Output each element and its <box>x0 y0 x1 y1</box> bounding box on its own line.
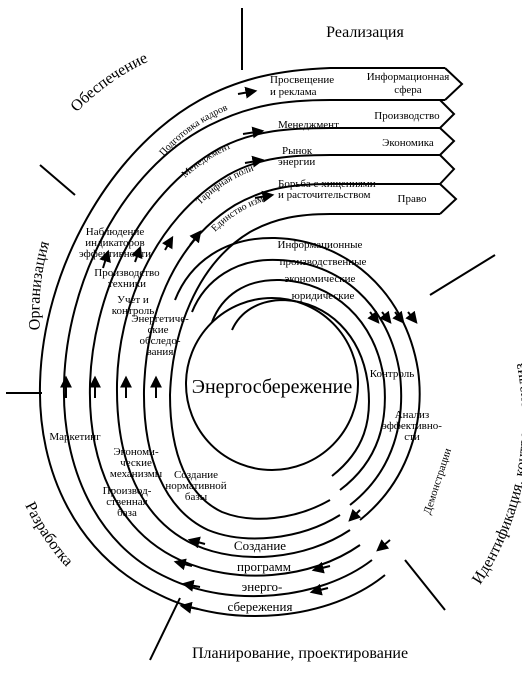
label-control: Контроль <box>370 368 414 380</box>
center-label: Энергосбережение <box>192 376 353 398</box>
label-account-line1: Учет и <box>117 294 149 306</box>
desc-energy-market-line1: Рынок <box>282 145 313 157</box>
label-audit-line4: вания <box>147 346 174 358</box>
label-tech-line2: техники <box>108 278 146 290</box>
label-indicators-line3: эффективности <box>79 248 151 260</box>
bottom-left-labels: Маркетинг Экономи- ческие механизмы Прои… <box>49 431 226 519</box>
flow-arrows <box>60 86 418 614</box>
label-analysis-line1: Анализ <box>395 409 430 421</box>
label-econ-mech-line3: механизмы <box>110 468 163 480</box>
label-demonstrations: Демонстрации <box>421 447 454 516</box>
ring-label-tariff: Тарифная политика <box>0 0 256 207</box>
divider-bottom-left <box>149 597 181 661</box>
inner-label-economic: экономические <box>285 273 356 285</box>
desc-enlightenment-line2: и реклама <box>270 86 317 98</box>
bottom-label-2: программ <box>237 559 291 574</box>
label-econ-mech-line1: Экономи- <box>113 446 159 458</box>
label-econ-mech-line2: ческие <box>120 457 152 469</box>
target-production: Производство <box>374 110 440 122</box>
label-audit-line3: обследо- <box>140 335 181 347</box>
center-circle <box>185 297 359 471</box>
label-audit-line2: ские <box>148 324 169 336</box>
desc-enlightenment-line1: Просвещение <box>270 74 334 86</box>
inner-label-info: Информационные <box>278 239 363 251</box>
inner-label-legal: юридические <box>292 290 355 302</box>
label-analysis-line3: сти <box>404 431 420 443</box>
desc-energy-market-line2: энергии <box>278 156 315 168</box>
label-analysis-line2: эффективно- <box>382 420 442 432</box>
label-norm-base-line3: базы <box>185 491 208 503</box>
label-prod-base-line2: ственная <box>106 496 147 508</box>
target-economy: Экономика <box>382 137 434 149</box>
divider-bottom-right <box>404 559 446 611</box>
outer-spiral-arms <box>38 67 445 617</box>
divider-right <box>429 254 496 296</box>
desc-theft-line2: и расточительством <box>278 189 370 201</box>
label-norm-base-line1: Создание <box>174 469 218 481</box>
label-norm-base-line2: нормативной <box>165 480 226 492</box>
inner-ring-labels: Информационные производственные экономич… <box>278 239 367 302</box>
target-law: Право <box>398 193 427 205</box>
right-labels: Контроль Анализ эффективно- сти Демонстр… <box>370 368 454 516</box>
label-prod-base-line3: база <box>117 507 137 519</box>
label-indicators-line2: индикаторов <box>85 237 144 249</box>
desc-theft-line1: Борьба с хищениями <box>278 178 376 190</box>
left-labels: Наблюдение индикаторов эффективности Про… <box>79 226 189 358</box>
bottom-label-1: Создание <box>234 538 286 553</box>
divider-top-left <box>39 164 76 196</box>
label-tech-line1: Производство <box>94 267 160 279</box>
label-marketing: Маркетинг <box>49 431 101 443</box>
arrow-target-tips <box>439 67 464 215</box>
bottom-label-4: сбережения <box>228 599 293 614</box>
label-prod-base-line1: Производ- <box>103 485 152 497</box>
label-audit-line1: Энергетиче- <box>131 313 189 325</box>
label-account-line2: контроль <box>112 305 154 317</box>
desc-management: Менеджмент <box>278 119 339 131</box>
sector-bottom-label: Планирование, проектирование <box>192 645 408 662</box>
bottom-labels: Создание программ энерго- сбережения <box>228 538 293 614</box>
label-indicators-line1: Наблюдение <box>86 226 145 238</box>
sector-right-label: Идентификация, контроль, анализ <box>469 362 522 588</box>
arrow-target-labels: Информационная сфера Производство Эконом… <box>367 71 450 205</box>
target-info-line1: Информационная <box>367 71 450 83</box>
sector-dividers <box>6 8 496 661</box>
arrow-description-labels: Просвещение и реклама Менеджмент Рынок э… <box>270 74 376 201</box>
ring-label-management: Менеджмент <box>180 140 233 180</box>
inner-label-production: производственные <box>280 256 367 268</box>
target-info-line2: сфера <box>394 84 422 96</box>
sector-top-label: Реализация <box>326 24 404 41</box>
bottom-label-3: энерго- <box>242 579 283 594</box>
sector-top-left-label: Обеспечение <box>67 50 150 116</box>
inner-rings <box>174 236 421 521</box>
